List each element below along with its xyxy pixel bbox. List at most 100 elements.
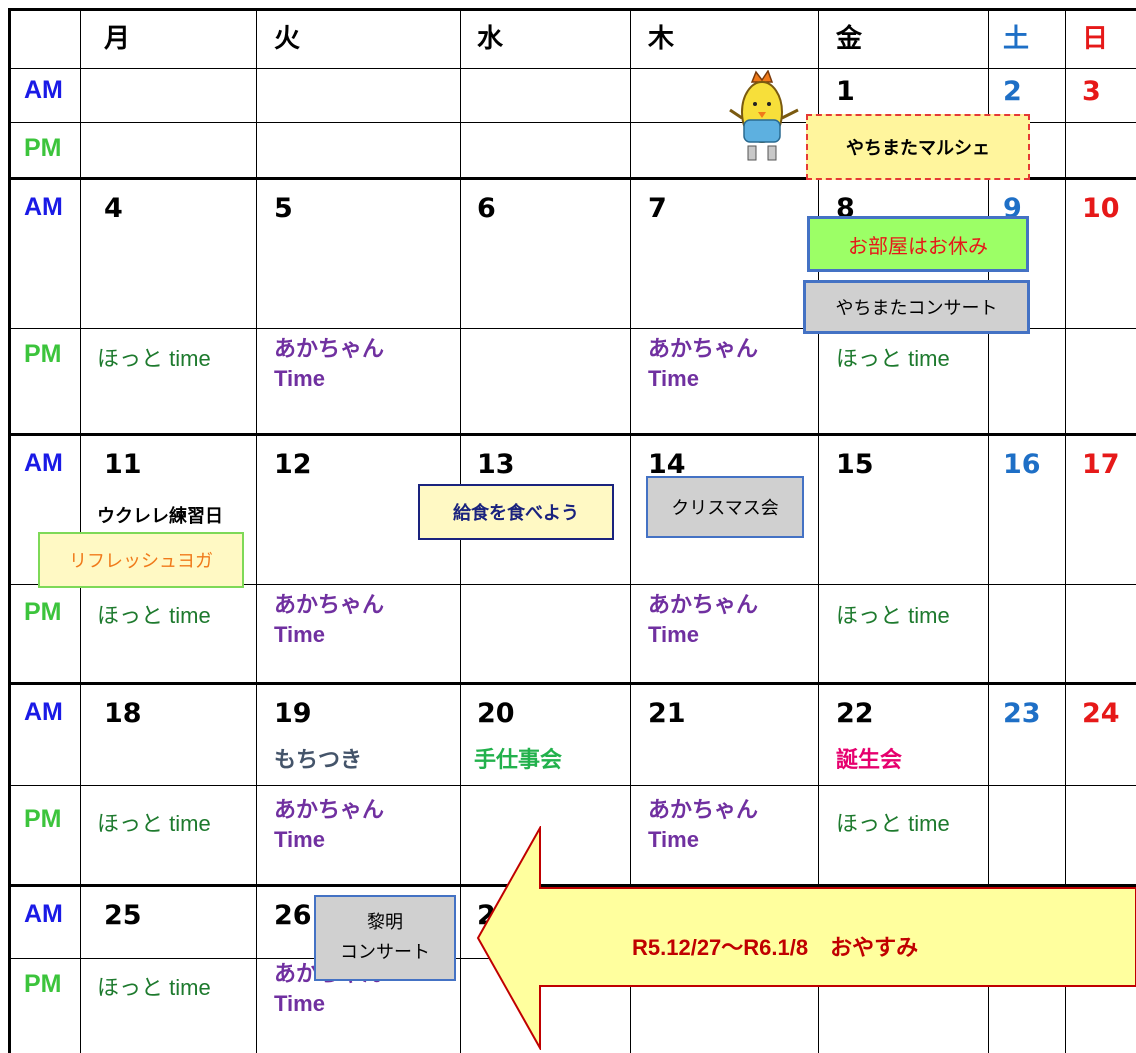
hotto-time: ほっと time — [836, 811, 950, 836]
day-number: 3 — [1082, 76, 1101, 107]
hotto-time: ほっと time — [97, 346, 211, 371]
baby-time-line1: あかちゃん — [648, 797, 759, 822]
hotto-time: ほっと time — [97, 975, 211, 1000]
day-number: 25 — [104, 900, 142, 931]
pm-label: PM — [24, 970, 62, 998]
am-label: AM — [24, 193, 63, 221]
baby-time-line1: あかちゃん — [648, 592, 759, 617]
baby-time-line1: あかちゃん — [274, 592, 385, 617]
event-box-yoga: リフレッシュヨガ — [38, 532, 244, 588]
grid-line — [8, 328, 1136, 329]
day-number: 13 — [477, 449, 515, 480]
event-mochitsuki: もちつき — [274, 748, 363, 773]
hotto-time: ほっと time — [836, 603, 950, 628]
baby-time-line2: Time — [274, 622, 325, 647]
pm-label: PM — [24, 598, 62, 626]
event-teshigoto: 手仕事会 — [474, 748, 563, 773]
baby-time-line2: Time — [274, 827, 325, 852]
pm-label: PM — [24, 134, 62, 162]
pm-label: PM — [24, 340, 62, 368]
event-birthday: 誕生会 — [836, 748, 903, 773]
grid-line — [8, 122, 1136, 123]
baby-time-line1: あかちゃん — [274, 797, 385, 822]
grid-line — [8, 177, 1136, 180]
weekday-thu: 木 — [648, 24, 675, 54]
am-label: AM — [24, 76, 63, 104]
hotto-time: ほっと time — [836, 346, 950, 371]
day-number: 10 — [1082, 193, 1120, 224]
pm-label: PM — [24, 805, 62, 833]
grid-line — [988, 8, 989, 1053]
baby-time-line1: あかちゃん — [648, 336, 759, 361]
am-label: AM — [24, 900, 63, 928]
day-number: 23 — [1003, 698, 1041, 729]
baby-time-line2: Time — [274, 366, 325, 391]
day-number: 7 — [648, 193, 667, 224]
baby-time-line2: Time — [648, 827, 699, 852]
baby-time-line2: Time — [648, 366, 699, 391]
day-number: 4 — [104, 193, 123, 224]
baby-time: あかちゃん Time — [648, 590, 758, 650]
weekday-fri: 金 — [836, 24, 863, 54]
event-ukulele: ウクレレ練習日 — [97, 506, 223, 527]
event-box-lunch: 給食を食べよう — [418, 484, 614, 540]
grid-line — [818, 8, 819, 1053]
grid-line — [8, 884, 1136, 887]
weekday-mon: 月 — [104, 24, 131, 54]
baby-time-line1: あかちゃん — [274, 336, 385, 361]
baby-time: あかちゃん Time — [274, 590, 384, 650]
day-number: 17 — [1082, 449, 1120, 480]
event-box-christmas: クリスマス会 — [646, 476, 804, 538]
weekday-wed: 水 — [477, 24, 504, 54]
grid-line — [8, 682, 1136, 685]
baby-time-line2: Time — [274, 991, 325, 1016]
baby-time: あかちゃん Time — [648, 795, 758, 855]
event-box-reimei-line1: 黎明 — [367, 912, 403, 933]
day-number: 20 — [477, 698, 515, 729]
grid-line — [8, 8, 11, 1053]
day-number: 1 — [836, 76, 855, 107]
grid-line — [8, 68, 1136, 69]
hotto-time: ほっと time — [97, 603, 211, 628]
day-number: 5 — [274, 193, 293, 224]
chick-mascot-icon — [729, 70, 799, 161]
weekday-tue: 火 — [274, 24, 301, 54]
day-number: 14 — [648, 449, 686, 480]
event-box-concert: やちまたコンサート — [803, 280, 1030, 334]
event-box-closed: お部屋はお休み — [807, 216, 1029, 272]
day-number: 11 — [104, 449, 142, 480]
am-label: AM — [24, 449, 63, 477]
weekday-sun: 日 — [1082, 24, 1109, 54]
am-label: AM — [24, 698, 63, 726]
baby-time: あかちゃん Time — [274, 795, 384, 855]
hotto-time: ほっと time — [97, 811, 211, 836]
holiday-label: R5.12/27～R6.1/8 おやすみ — [632, 935, 919, 960]
day-number: 18 — [104, 698, 142, 729]
event-box-marche: やちまたマルシェ — [806, 114, 1030, 180]
day-number: 16 — [1003, 449, 1041, 480]
grid-line — [256, 8, 257, 1053]
day-number: 19 — [274, 698, 312, 729]
day-number: 22 — [836, 698, 874, 729]
event-box-reimei: 黎明コンサート — [314, 895, 456, 981]
event-box-reimei-line2: コンサート — [340, 942, 430, 963]
weekday-sat: 土 — [1003, 24, 1030, 54]
grid-line — [630, 8, 631, 1053]
baby-time: あかちゃん Time — [648, 334, 758, 394]
grid-line — [8, 584, 1136, 585]
grid-line — [1065, 8, 1066, 1053]
grid-line — [8, 433, 1136, 436]
day-number: 26 — [274, 900, 312, 931]
grid-line — [80, 8, 81, 1053]
grid-line — [8, 785, 1136, 786]
baby-time: あかちゃん Time — [274, 334, 384, 394]
day-number: 2 — [1003, 76, 1022, 107]
day-number: 15 — [836, 449, 874, 480]
left-arrow-icon — [476, 826, 1136, 1050]
baby-time-line2: Time — [648, 622, 699, 647]
day-number: 24 — [1082, 698, 1120, 729]
day-number: 12 — [274, 449, 312, 480]
day-number: 6 — [477, 193, 496, 224]
day-number: 21 — [648, 698, 686, 729]
